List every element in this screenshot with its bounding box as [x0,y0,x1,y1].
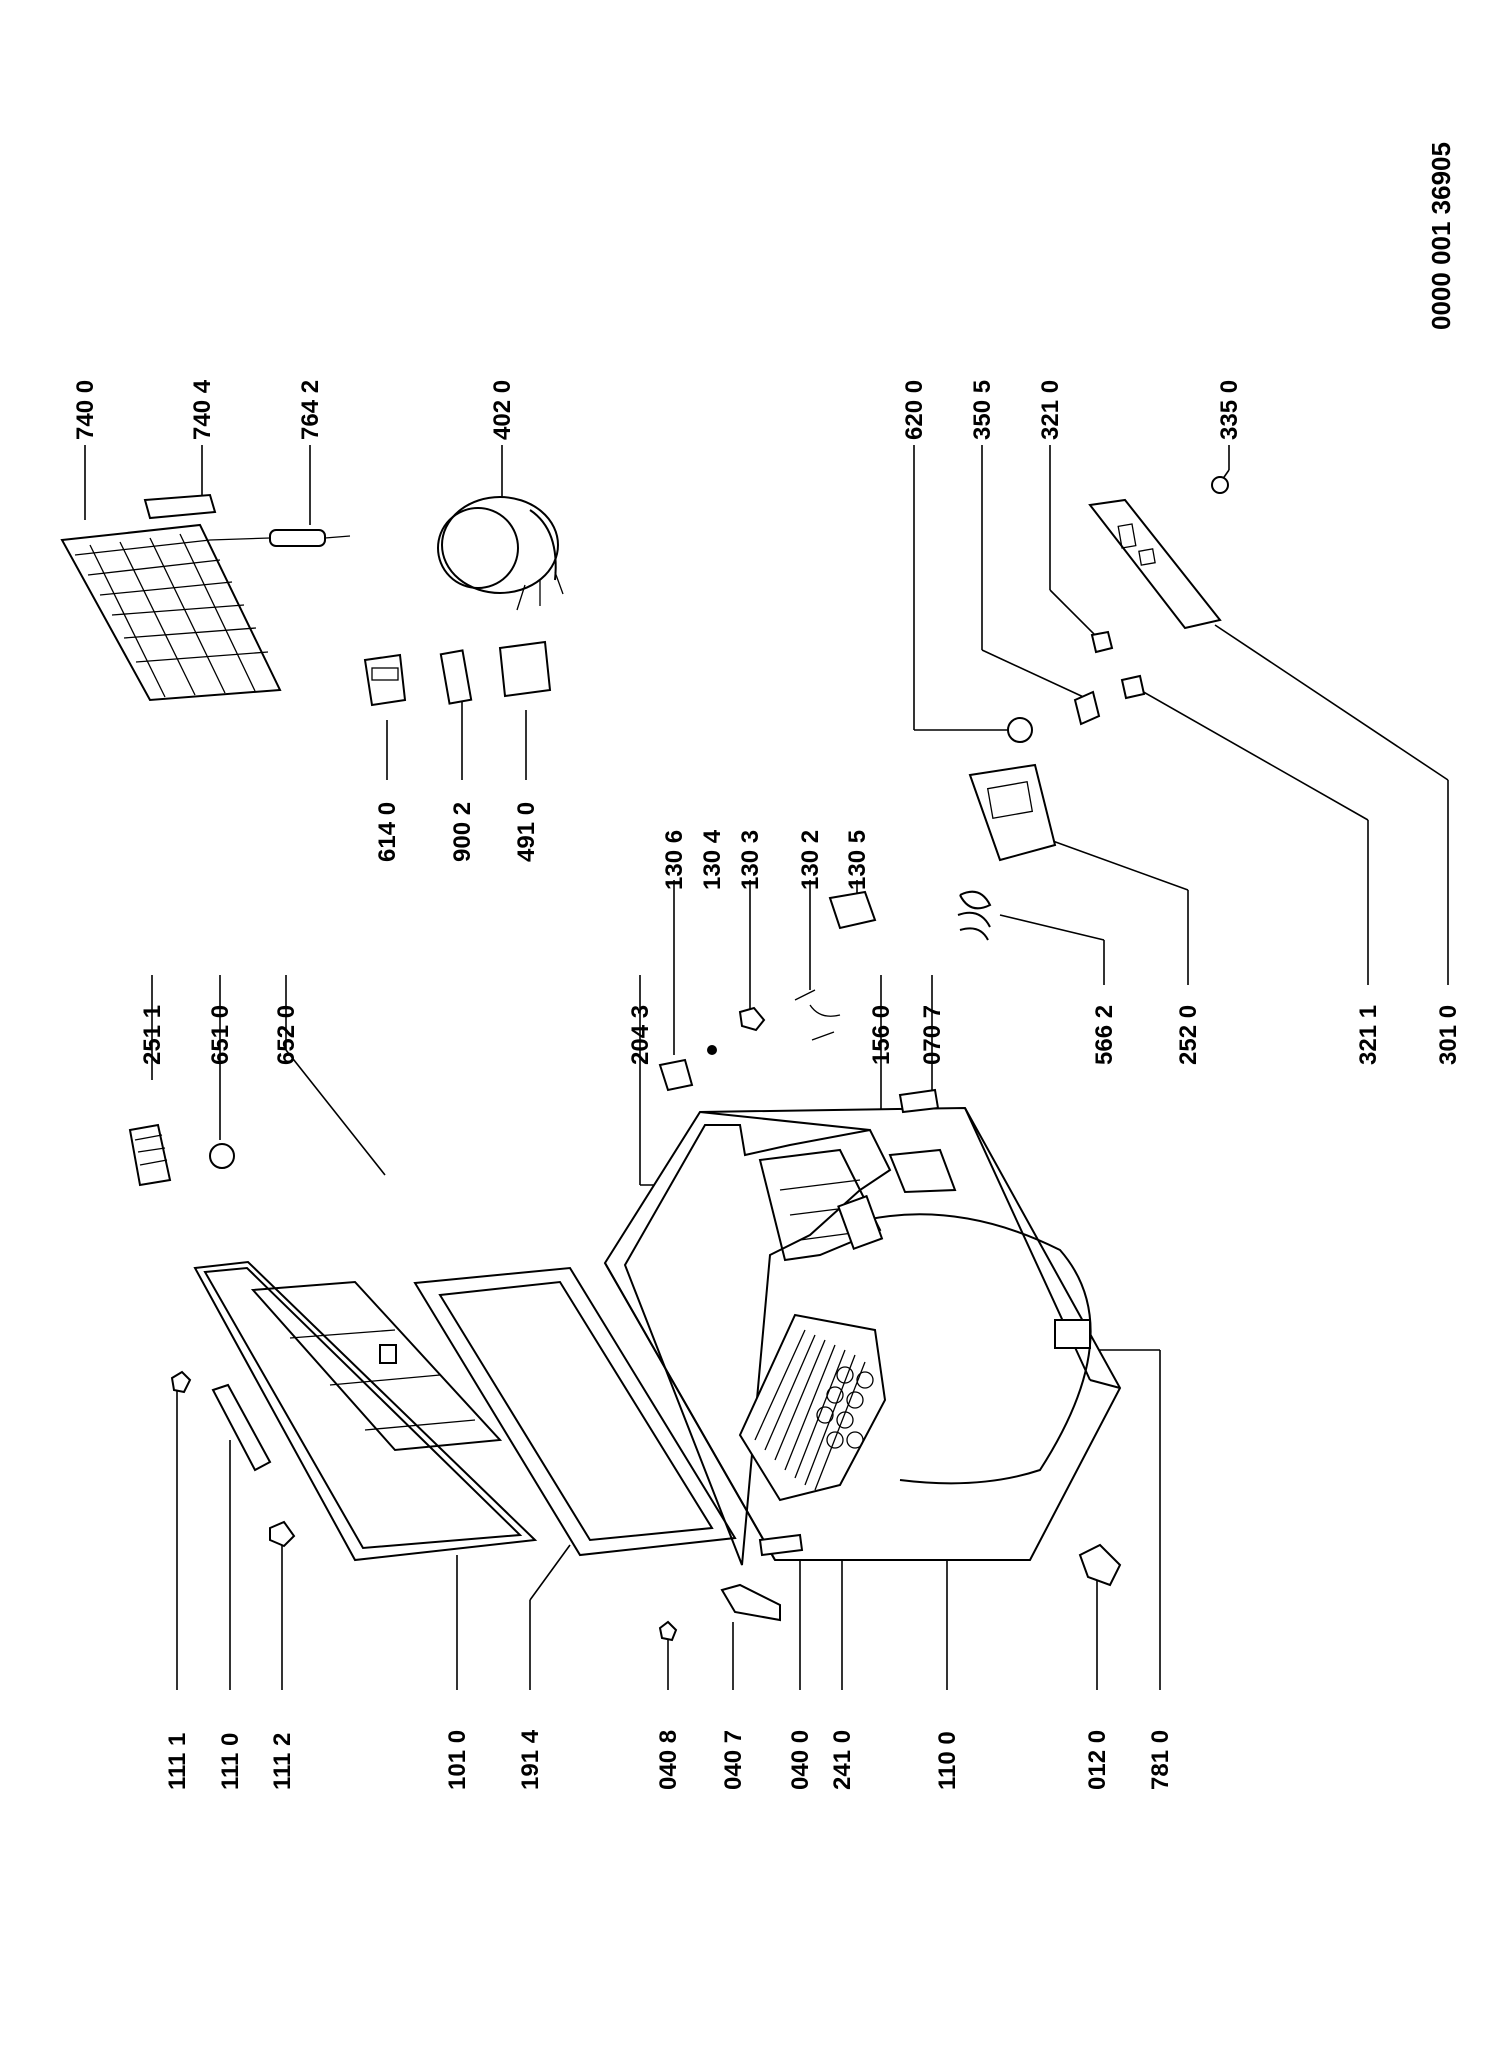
callout-321-0: 321 0 [1037,380,1064,440]
small-parts-top [143,493,351,547]
lamp-651-0 [209,1143,235,1169]
callout-040-7: 040 7 [720,1730,747,1790]
cover-321-0 [1090,630,1114,654]
part-251-1 [128,1123,172,1187]
cover-321-1 [1120,674,1146,700]
callout-301-0: 301 0 [1435,1005,1462,1065]
part-130-5 [828,890,877,930]
callout-241-0: 241 0 [829,1730,856,1790]
callout-900-2: 900 2 [449,802,476,862]
callout-111-1: 111 1 [164,1733,191,1790]
callout-130-5: 130 5 [844,830,871,890]
callout-764-2: 764 2 [297,380,324,440]
screw-335-0 [1211,476,1229,494]
plug-781-0 [1054,1319,1091,1349]
callout-101-0: 101 0 [444,1730,471,1790]
callout-040-8: 040 8 [655,1730,682,1790]
callout-781-0: 781 0 [1147,1730,1174,1790]
vent-070-7 [898,1088,940,1114]
callout-191-4: 191 4 [517,1729,544,1790]
control-parts [957,476,1229,941]
callout-321-1: 321 1 [1355,1005,1382,1065]
callout-252-0: 252 0 [1175,1005,1202,1065]
small-parts-left [170,1319,1122,1642]
part-130-4 [707,1045,717,1055]
lamp-350-5 [1073,690,1101,726]
callout-491-0: 491 0 [513,802,540,862]
callout-614-0: 614 0 [374,802,401,862]
small-parts-middle [128,890,940,1187]
foot-040-0 [758,1533,804,1557]
callout-110-0: 110 0 [934,1731,961,1790]
clip-040-8 [658,1620,678,1642]
callout-350-5: 350 5 [969,380,996,440]
condenser [60,523,282,702]
hinge-111-0 [211,1383,272,1472]
lid-assembly [193,1260,538,1562]
filter-764-2 [269,529,326,547]
hinge-111-1 [170,1370,192,1394]
middle-callouts: 251 1 651 0 652 0 204 3 156 0 070 7 130 … [72,379,1462,1065]
lid-gasket [413,1266,737,1557]
callout-130-4: 130 4 [699,829,726,890]
callout-040-0: 040 0 [787,1730,814,1790]
part-130-2 [794,989,841,1041]
part-130-6 [658,1058,694,1092]
part-130-3 [738,1006,766,1032]
callout-402-0: 402 0 [489,380,516,440]
compressor [437,496,564,611]
relay-parts [363,640,552,707]
wire-basket [738,1313,887,1502]
thermostat-252-0 [968,763,1057,862]
callout-130-3: 130 3 [737,830,764,890]
capacitor-900-2 [439,649,473,705]
callout-740-0: 740 0 [72,380,99,440]
left-callouts: 111 1 111 0 111 2 101 0 191 4 040 8 040 … [164,1729,1174,1790]
callout-740-4: 740 4 [189,379,216,440]
hinge-111-2 [269,1520,296,1548]
bracket-040-7 [720,1583,781,1622]
part-740-4 [143,493,217,520]
callout-335-0: 335 0 [1216,380,1243,440]
callout-566-2: 566 2 [1091,1005,1118,1065]
callout-130-6: 130 6 [661,830,688,890]
callout-130-2: 130 2 [797,830,824,890]
panel-301-0 [1088,498,1222,630]
callout-111-0: 111 0 [217,1733,244,1790]
document-code: 0000 001 36905 [1426,142,1456,330]
clip-491-0 [498,640,552,698]
callout-620-0: 620 0 [901,380,928,440]
drain-012-0 [1078,1543,1122,1587]
callout-012-0: 012 0 [1084,1730,1111,1790]
callout-111-2: 111 2 [269,1733,296,1790]
knob-620-0 [1007,717,1033,743]
spring-566-2 [957,890,992,941]
